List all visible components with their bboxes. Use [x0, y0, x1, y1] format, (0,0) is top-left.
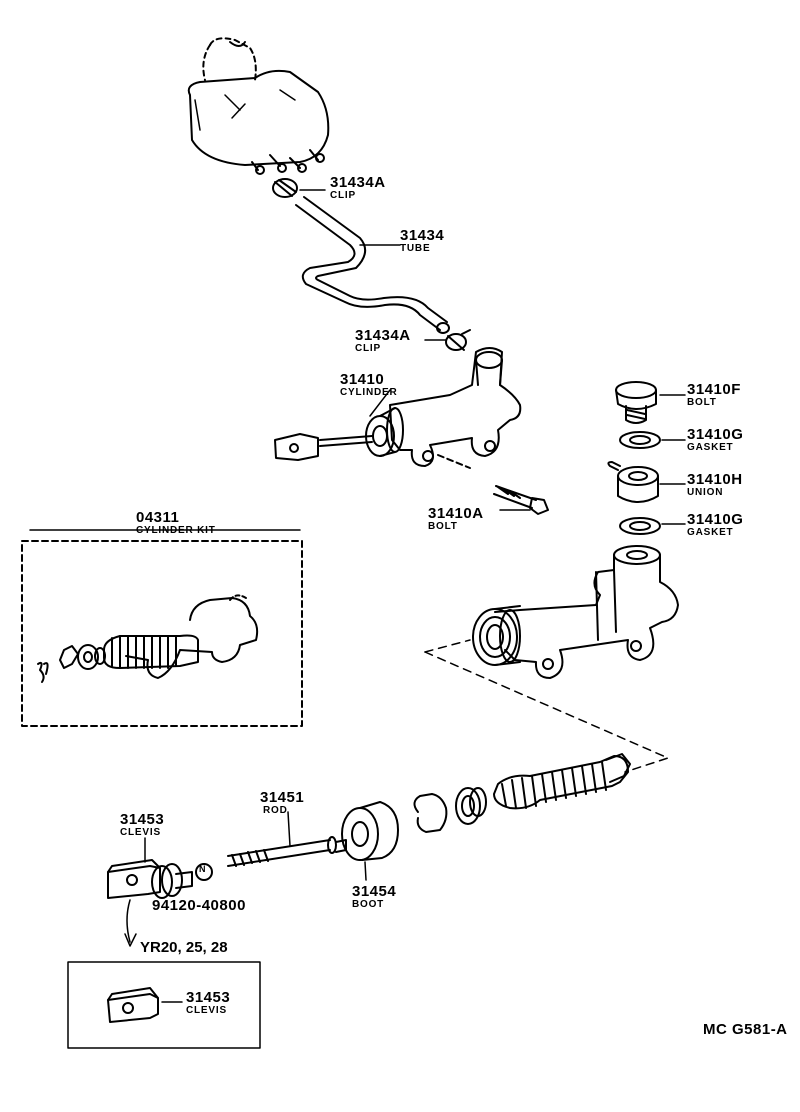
nut-symbol: N: [199, 864, 206, 874]
label-union: 31410H UNION: [687, 472, 743, 498]
label-gasket-lower: 31410G GASKET: [687, 512, 743, 538]
label-clip-lower: 31434A CLIP: [355, 328, 411, 354]
cylinder-body-drawing: [472, 545, 679, 679]
variant-box: [67, 961, 261, 1049]
label-gasket-top: 31410G GASKET: [687, 427, 743, 453]
label-clevis-alt: 31453 CLEVIS: [186, 990, 230, 1016]
cylinder-assembly-drawing: [274, 347, 522, 469]
tube-drawing: [295, 196, 450, 334]
part-name: BOOT: [352, 899, 385, 910]
part-name: CYLINDER KIT: [136, 525, 216, 536]
part-number: 31454: [352, 883, 397, 900]
part-number: 31410G: [687, 511, 744, 528]
bolt-top-drawing: [615, 381, 686, 424]
part-number: 31434A: [330, 174, 386, 191]
label-rod: 31451 ROD: [260, 790, 304, 816]
boot-assembly-drawing: [493, 753, 631, 810]
part-name: CYLINDER: [340, 387, 398, 398]
bolt-mount-drawing: [493, 485, 549, 515]
clevis-drawing: [107, 837, 193, 899]
cylinder-kit-box: [21, 529, 303, 727]
model-note: YR20, 25, 28: [140, 939, 228, 956]
part-name: CLIP: [355, 343, 381, 354]
part-name: UNION: [687, 487, 724, 498]
part-name: GASKET: [687, 442, 734, 453]
boot-drawing: [341, 801, 399, 881]
label-cylinder-kit: 04311 CYLINDER KIT: [136, 510, 216, 536]
gasket-lower-drawing: [619, 517, 686, 535]
part-number: 31410F: [687, 381, 741, 398]
nut-drawing: [195, 863, 213, 881]
part-number: 31434A: [355, 327, 411, 344]
part-name: GASKET: [687, 527, 734, 538]
label-boot: 31454 BOOT: [352, 884, 396, 910]
part-name: CLIP: [330, 190, 356, 201]
part-name: BOLT: [428, 521, 458, 532]
part-number: 31410G: [687, 426, 744, 443]
part-number: 31453: [120, 811, 165, 828]
part-number: 31410H: [687, 471, 743, 488]
rod-drawing: [227, 811, 347, 867]
snap-ring-drawing: [413, 793, 448, 833]
part-name: CLEVIS: [186, 1005, 227, 1016]
part-name: ROD: [263, 805, 288, 816]
reservoir-tank-drawing: [187, 37, 330, 175]
part-number: 31410A: [428, 505, 484, 522]
piston-cup-drawing: [455, 787, 487, 825]
gasket-top-drawing: [619, 431, 686, 449]
label-bolt-top: 31410F BOLT: [687, 382, 741, 408]
part-number: 31451: [260, 789, 305, 806]
part-number: 31453: [186, 989, 231, 1006]
part-number: 31434: [400, 227, 445, 244]
label-tube: 31434 TUBE: [400, 228, 444, 254]
drawing-code: MC G581-A: [703, 1021, 788, 1038]
label-cylinder: 31410 CYLINDER: [340, 372, 398, 398]
union-drawing: [607, 461, 686, 503]
clip-top-drawing: [272, 178, 326, 198]
clip-lower-drawing: [424, 329, 471, 351]
part-number: 04311: [136, 509, 180, 526]
label-nut: 94120-40800: [152, 897, 246, 914]
alignment-lines: [424, 639, 669, 773]
variant-arrow: [124, 899, 137, 947]
label-bolt-mount: 31410A BOLT: [428, 506, 484, 532]
part-name: CLEVIS: [120, 827, 161, 838]
label-clip-top: 31434A CLIP: [330, 175, 386, 201]
label-clevis: 31453 CLEVIS: [120, 812, 164, 838]
part-name: TUBE: [400, 243, 431, 254]
part-number: 31410: [340, 371, 385, 388]
part-name: BOLT: [687, 397, 717, 408]
